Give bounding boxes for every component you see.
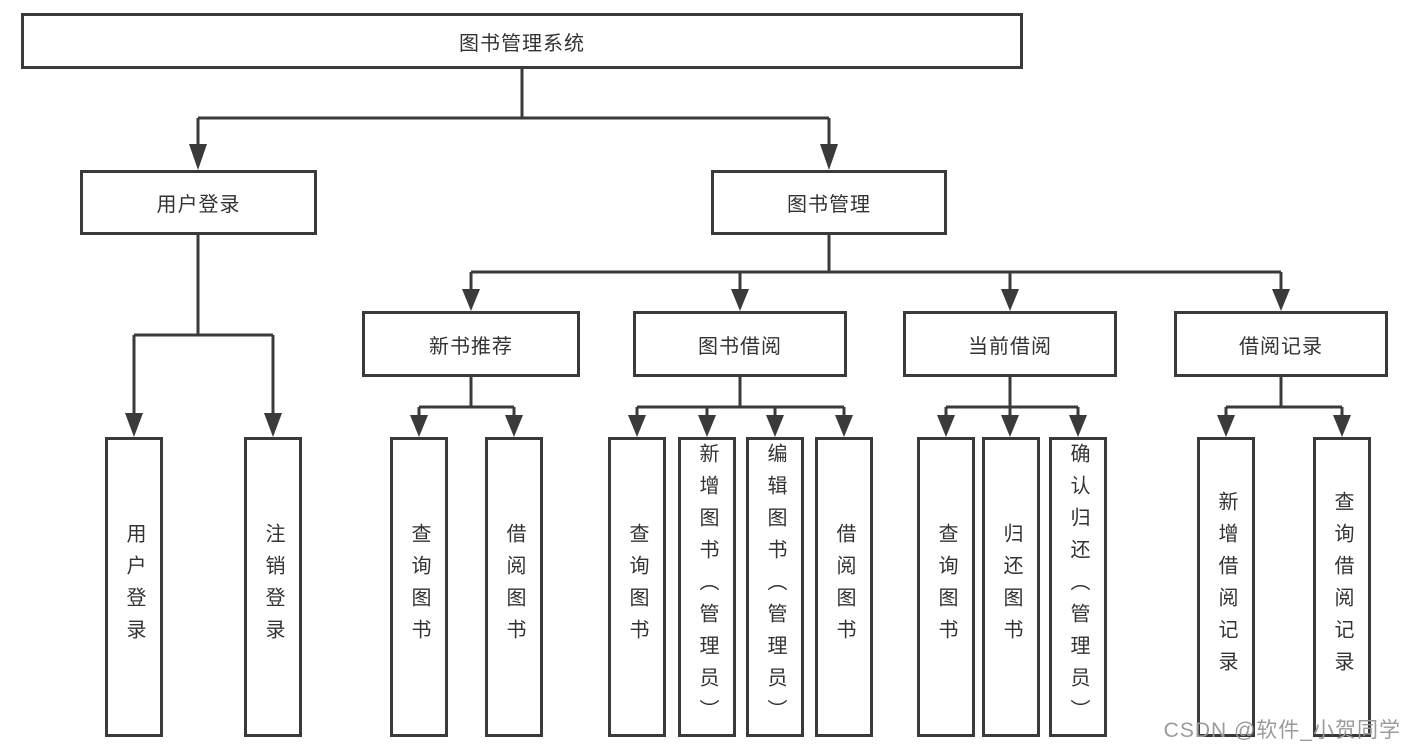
node-borrowing-records-label: 借阅记录	[1239, 335, 1323, 358]
leaf-return-books: 归还图书	[982, 437, 1040, 737]
node-user-login-label: 用户登录	[156, 194, 241, 216]
leaf-edit-books-admin: 编辑图书（管理员）	[746, 437, 804, 737]
leaf-confirm-return-admin: 确认归还（管理员）	[1049, 437, 1107, 737]
leaf-logout-label: 注销登录	[262, 523, 284, 651]
node-book-management-label: 图书管理	[787, 194, 871, 216]
leaf-query-books-borrow: 查询图书	[608, 437, 666, 737]
node-current-borrowing-label: 当前借阅	[968, 335, 1052, 358]
leaf-edit-books-admin-label: 编辑图书（管理员）	[764, 443, 786, 731]
leaf-query-books-current-label: 查询图书	[935, 523, 957, 651]
leaf-logout: 注销登录	[244, 437, 302, 737]
node-root: 图书管理系统	[21, 13, 1023, 69]
leaf-add-books-admin-label: 新增图书（管理员）	[696, 443, 718, 731]
node-user-login: 用户登录	[80, 170, 317, 235]
node-borrowing-records: 借阅记录	[1174, 311, 1388, 377]
leaf-query-borrow-record-label: 查询借阅记录	[1331, 491, 1353, 683]
leaf-add-borrow-record: 新增借阅记录	[1197, 437, 1255, 737]
watermark: CSDN @软件_小贺同学	[1163, 719, 1401, 742]
leaf-query-books-current: 查询图书	[917, 437, 975, 737]
node-new-book-recommendation: 新书推荐	[362, 311, 580, 377]
leaf-add-books-admin: 新增图书（管理员）	[678, 437, 736, 737]
leaf-query-books-recommend: 查询图书	[390, 437, 448, 737]
leaf-borrow-books: 借阅图书	[815, 437, 873, 737]
leaf-user-login-label: 用户登录	[123, 523, 145, 651]
leaf-query-books-borrow-label: 查询图书	[626, 523, 648, 651]
leaf-confirm-return-admin-label: 确认归还（管理员）	[1067, 443, 1089, 731]
node-book-management: 图书管理	[711, 170, 947, 235]
node-current-borrowing: 当前借阅	[903, 311, 1117, 377]
leaf-add-borrow-record-label: 新增借阅记录	[1215, 491, 1237, 683]
node-new-book-recommendation-label: 新书推荐	[429, 335, 513, 358]
leaf-user-login: 用户登录	[105, 437, 163, 737]
node-book-borrowing: 图书借阅	[633, 311, 847, 377]
leaf-borrow-books-recommend-label: 借阅图书	[503, 523, 525, 651]
leaf-query-borrow-record: 查询借阅记录	[1313, 437, 1371, 737]
leaf-query-books-recommend-label: 查询图书	[408, 523, 430, 651]
node-root-label: 图书管理系统	[459, 32, 585, 55]
leaf-borrow-books-label: 借阅图书	[833, 523, 855, 651]
leaf-return-books-label: 归还图书	[1000, 523, 1022, 651]
node-book-borrowing-label: 图书借阅	[698, 335, 782, 358]
leaf-borrow-books-recommend: 借阅图书	[485, 437, 543, 737]
